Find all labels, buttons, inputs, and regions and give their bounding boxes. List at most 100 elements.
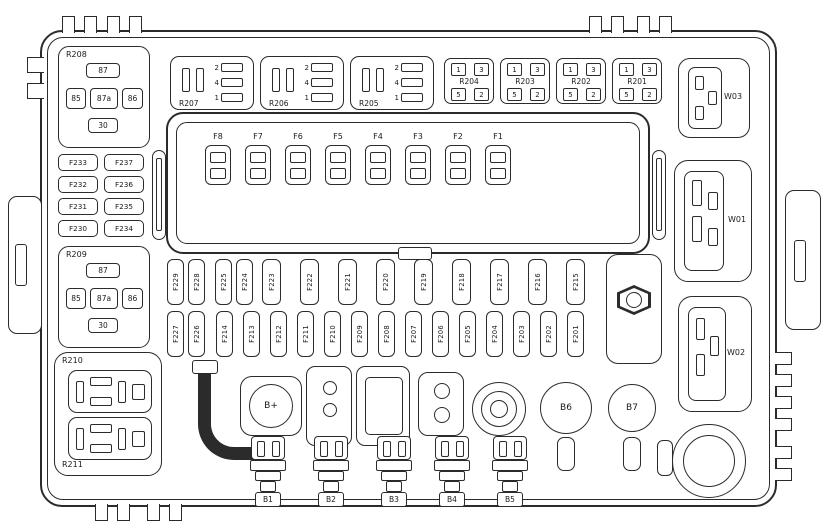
fuse-element: [450, 167, 466, 179]
socket-slot: [90, 424, 112, 433]
relay-label: R210: [62, 356, 83, 365]
pin-slot: [196, 68, 204, 92]
fuse-F218: F218: [452, 259, 471, 305]
connector-slot: [692, 180, 702, 206]
fuse-element: [370, 151, 386, 163]
fuse-element: [250, 151, 266, 163]
stud-B1-flange: [250, 460, 286, 471]
fuse-F235: F235: [104, 198, 144, 215]
mounting-tab: [775, 418, 792, 431]
clamp-slot: [398, 441, 406, 457]
stud-B2-clamp: [314, 436, 348, 460]
fuse-label: F201: [571, 325, 580, 343]
fuse-label-F4: F4: [373, 132, 383, 141]
fuse-label-F1: F1: [493, 132, 503, 141]
pin-number: 2: [214, 63, 219, 72]
connector-W03-label: W03: [724, 92, 743, 101]
fuse-label: F228: [192, 273, 201, 291]
pin-1: 1: [451, 63, 466, 76]
clamp-slot: [320, 441, 328, 457]
fuse-F5: [325, 145, 351, 185]
fuse-F231: F231: [58, 198, 98, 215]
fuse-F2: [445, 145, 471, 185]
pin-1: 1: [507, 63, 522, 76]
fuse-F213: F213: [243, 311, 260, 357]
pin-87a: 87a: [90, 288, 118, 309]
bolt-hole: [434, 407, 450, 423]
fuse-element: [210, 167, 226, 179]
fuse-element: [370, 167, 386, 179]
stud-B2-flange: [313, 460, 349, 471]
relay-socket: [68, 417, 152, 460]
mounting-tab: [659, 16, 672, 33]
fuse-F7: [245, 145, 271, 185]
pin-30: 30: [88, 118, 118, 133]
clamp-slot: [383, 441, 391, 457]
terminal-Bplus: B+: [249, 384, 293, 428]
terminal-B6: B6: [540, 382, 592, 434]
connector-slot: [696, 318, 705, 340]
fuse-F210: F210: [324, 311, 341, 357]
pin-87a: 87a: [90, 88, 118, 109]
fuse-label: F208: [382, 325, 391, 343]
fuse-label: F222: [305, 273, 314, 291]
pin-3: 3: [474, 63, 489, 76]
fuse-F232: F232: [58, 176, 98, 193]
mounting-tab: [107, 16, 120, 33]
fuse-F233: F233: [58, 154, 98, 171]
stud-B3-nut: [381, 471, 407, 481]
fuse-F1: [485, 145, 511, 185]
clamp-slot: [335, 441, 343, 457]
bolt-hole: [434, 383, 450, 399]
fuse-element: [250, 167, 266, 179]
fuse-F203: F203: [513, 311, 530, 357]
mounting-tab: [27, 83, 44, 99]
fuse-F8: [205, 145, 231, 185]
fuse-F209: F209: [351, 311, 368, 357]
pin-2: 2: [530, 88, 545, 101]
fuse-label: F206: [436, 325, 445, 343]
fuse-F229: F229: [167, 259, 184, 305]
relay-label: R202: [571, 77, 591, 86]
junction-block: [356, 366, 410, 446]
fuse-element: [410, 151, 426, 163]
fuse-element: [450, 151, 466, 163]
fuse-F228: F228: [188, 259, 205, 305]
fuse-F236: F236: [104, 176, 144, 193]
junction-block: [418, 372, 464, 436]
socket-slot: [118, 381, 126, 403]
fuse-F220: F220: [376, 259, 395, 305]
relay-label: R206: [269, 99, 289, 108]
mounting-tab: [95, 504, 108, 521]
terminal-B7-slot: [623, 437, 641, 471]
relay-R206: 2 4 1 R206: [260, 56, 344, 110]
pin-slot: [376, 68, 384, 92]
pin-slot: [272, 68, 280, 92]
fuse-F211: F211: [297, 311, 314, 357]
clamp-slot: [257, 441, 265, 457]
fuse-F225: F225: [215, 259, 232, 305]
fuse-label: F219: [419, 273, 428, 291]
mounting-tab: [775, 352, 792, 365]
socket-slot: [90, 377, 112, 386]
relay-socket: [68, 370, 152, 413]
fuse-element: [410, 167, 426, 179]
fuse-F205: F205: [459, 311, 476, 357]
relay-block-R210-R211: R210 R211: [54, 352, 162, 476]
fuse-F4: [365, 145, 391, 185]
stud-B3-flange: [376, 460, 412, 471]
connector-slot: [708, 228, 718, 246]
pin-5: 5: [507, 88, 522, 101]
relay-R208: R208 87 85 87a 86 30: [58, 46, 150, 148]
relay-label: R203: [515, 77, 535, 86]
stud-B3-clamp: [377, 436, 411, 460]
pin-slot: [401, 93, 423, 102]
relay-R209: R209 87 85 87a 86 30: [58, 246, 150, 348]
stud-B4-nut: [439, 471, 465, 481]
fuse-F230: F230: [58, 220, 98, 237]
mounting-tab: [611, 16, 624, 33]
fuse-label: F215: [571, 273, 580, 291]
fuse-F201: F201: [567, 311, 584, 357]
fuse-F217: F217: [490, 259, 509, 305]
